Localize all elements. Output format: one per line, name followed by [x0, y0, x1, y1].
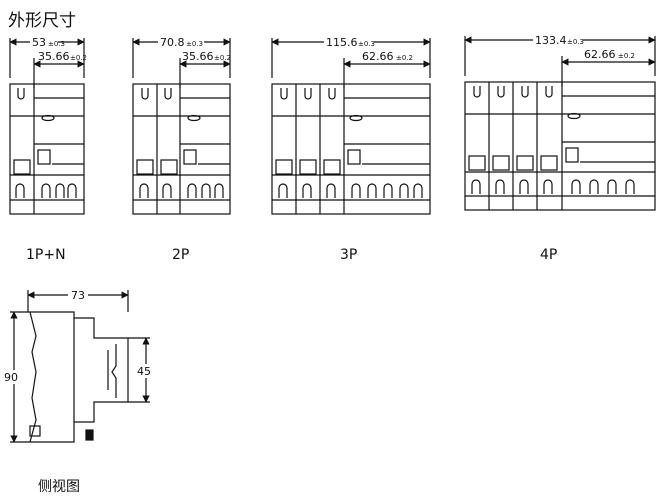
dim-1pn-width-tol: ±0.3: [48, 40, 65, 48]
dim-side-height: 90: [4, 371, 18, 384]
caption-side-view: 侧视图: [38, 479, 80, 495]
dim-3p-width-tol: ±0.3: [358, 40, 375, 48]
dim-4p-sub-tol: ±0.2: [618, 52, 635, 60]
dim-1pn-sub-tol: ±0.2: [70, 54, 87, 62]
dim-2p-sub-tol: ±0.2: [214, 54, 231, 62]
front-view-4p: [464, 36, 656, 211]
dim-2p-sub: 35.66: [182, 50, 214, 63]
dim-2p-width-tol: ±0.3: [186, 40, 203, 48]
dim-side-depth: 45: [137, 365, 151, 378]
caption-2p: 2P: [172, 247, 190, 263]
dim-2p-width: 70.8: [160, 36, 185, 49]
front-view-2p: [132, 38, 231, 215]
caption-1p-n: 1P+N: [26, 247, 66, 263]
dim-1pn-width: 53: [32, 36, 46, 49]
front-view-3p: [271, 38, 431, 215]
caption-4p: 4P: [540, 247, 558, 263]
front-view-1p-n: [9, 38, 85, 215]
dim-4p-width-tol: ±0.3: [567, 38, 584, 46]
dim-3p-sub-tol: ±0.2: [396, 54, 413, 62]
dim-3p-sub: 62.66: [362, 50, 394, 63]
dim-side-width: 73: [71, 289, 85, 302]
dim-4p-sub: 62.66: [584, 48, 616, 61]
dim-3p-width: 115.6: [326, 36, 358, 49]
side-view-drawing: [10, 290, 150, 443]
dim-4p-width: 133.4: [535, 34, 567, 47]
caption-3p: 3P: [340, 247, 358, 263]
dim-1pn-sub: 35.66: [38, 50, 70, 63]
page-title: 外形尺寸: [8, 11, 76, 31]
